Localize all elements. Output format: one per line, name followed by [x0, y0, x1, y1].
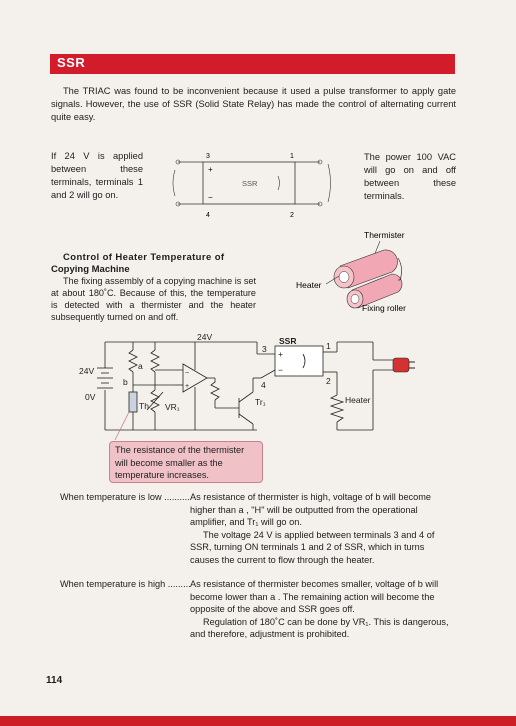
circuit-terminal-2: 2	[326, 376, 331, 386]
fixing-roller-illustration: Thermister Heater Fixing roller	[296, 230, 406, 313]
circuit-heater-label: Heater	[345, 395, 371, 405]
condition-high: When temperature is high ......... As re…	[0, 578, 516, 648]
section-title: SSR	[57, 55, 86, 70]
circuit-terminal-3: 3	[262, 344, 267, 354]
thermister-symbol-label: Th	[139, 401, 149, 411]
transistor-label: Tr₁	[255, 397, 266, 407]
ssr-plus-sign: +	[208, 165, 213, 174]
page-bottom-edge	[0, 716, 516, 726]
intro-paragraph: The TRIAC was found to be inconvenient b…	[51, 86, 456, 122]
condition-high-label: When temperature is high .........	[60, 579, 191, 589]
condition-high-line-2: Regulation of 180˚C can be done by VR₁. …	[190, 616, 449, 640]
lower-roller	[346, 273, 403, 309]
vr1-label: VR₁	[165, 402, 180, 412]
supply-voltage-label: 24V	[79, 366, 94, 376]
ground-label: 0V	[85, 392, 96, 402]
circuit-plus: +	[278, 349, 283, 359]
node-b-label: b	[123, 377, 128, 387]
opamp-minus: −	[185, 370, 189, 377]
right-terminal-note: The power 100 VAC will go on and off bet…	[364, 152, 456, 201]
condition-high-line-1: As resistance of thermister becomes smal…	[190, 579, 439, 614]
condition-high-text: As resistance of thermister becomes smal…	[190, 578, 455, 641]
heading-line-1: Control of Heater Temperature of	[63, 252, 225, 263]
top-rail-label: 24V	[197, 332, 212, 342]
ssr-terminal-2: 2	[290, 212, 294, 219]
ssr-box-label: SSR	[242, 179, 258, 188]
condition-low-label: When temperature is low ..........	[60, 492, 190, 502]
heater-section-heading: Control of Heater Temperature of Copying…	[51, 252, 271, 276]
condition-low-line-2: The voltage 24 V is applied between term…	[190, 529, 435, 565]
circuit-terminal-1: 1	[326, 341, 331, 351]
condition-low-text: As resistance of thermister is high, vol…	[190, 491, 455, 566]
thermister-label: Thermister	[364, 230, 405, 240]
opamp-plus: +	[185, 383, 189, 390]
heading-line-2: Copying Machine	[51, 264, 130, 275]
circuit-minus: −	[278, 365, 283, 375]
thermister-callout: The resistance of the thermister will be…	[109, 441, 263, 483]
ssr-terminal-1: 1	[290, 153, 294, 160]
node-a-label: a	[138, 361, 143, 371]
heater-label: Heater	[296, 280, 322, 290]
fixing-roller-label: Fixing roller	[362, 303, 406, 313]
circuit-ssr-label: SSR	[279, 336, 296, 346]
ssr-terminal-4: 4	[206, 212, 210, 219]
ssr-terminal-3: 3	[206, 153, 210, 160]
page-number: 114	[46, 675, 63, 686]
heater-section-body: The fixing assembly of a copying machine…	[51, 276, 256, 322]
condition-low-line-1: As resistance of thermister is high, vol…	[190, 492, 432, 527]
heater-control-circuit: 24V 24V 0V a b Th VR₁ Tr₁ SSR 3 4 1 2 + …	[79, 332, 415, 441]
ssr-block-diagram: 3 4 1 2 + − SSR	[172, 153, 331, 219]
ac-plug	[392, 357, 415, 373]
section-header-bar	[50, 54, 455, 74]
condition-low: When temperature is low .......... As re…	[0, 491, 516, 571]
left-terminal-note: If 24 V is applied between these termina…	[51, 151, 143, 200]
ssr-minus-sign: −	[208, 193, 213, 202]
circuit-terminal-4: 4	[261, 380, 266, 390]
upper-roller	[333, 249, 398, 289]
